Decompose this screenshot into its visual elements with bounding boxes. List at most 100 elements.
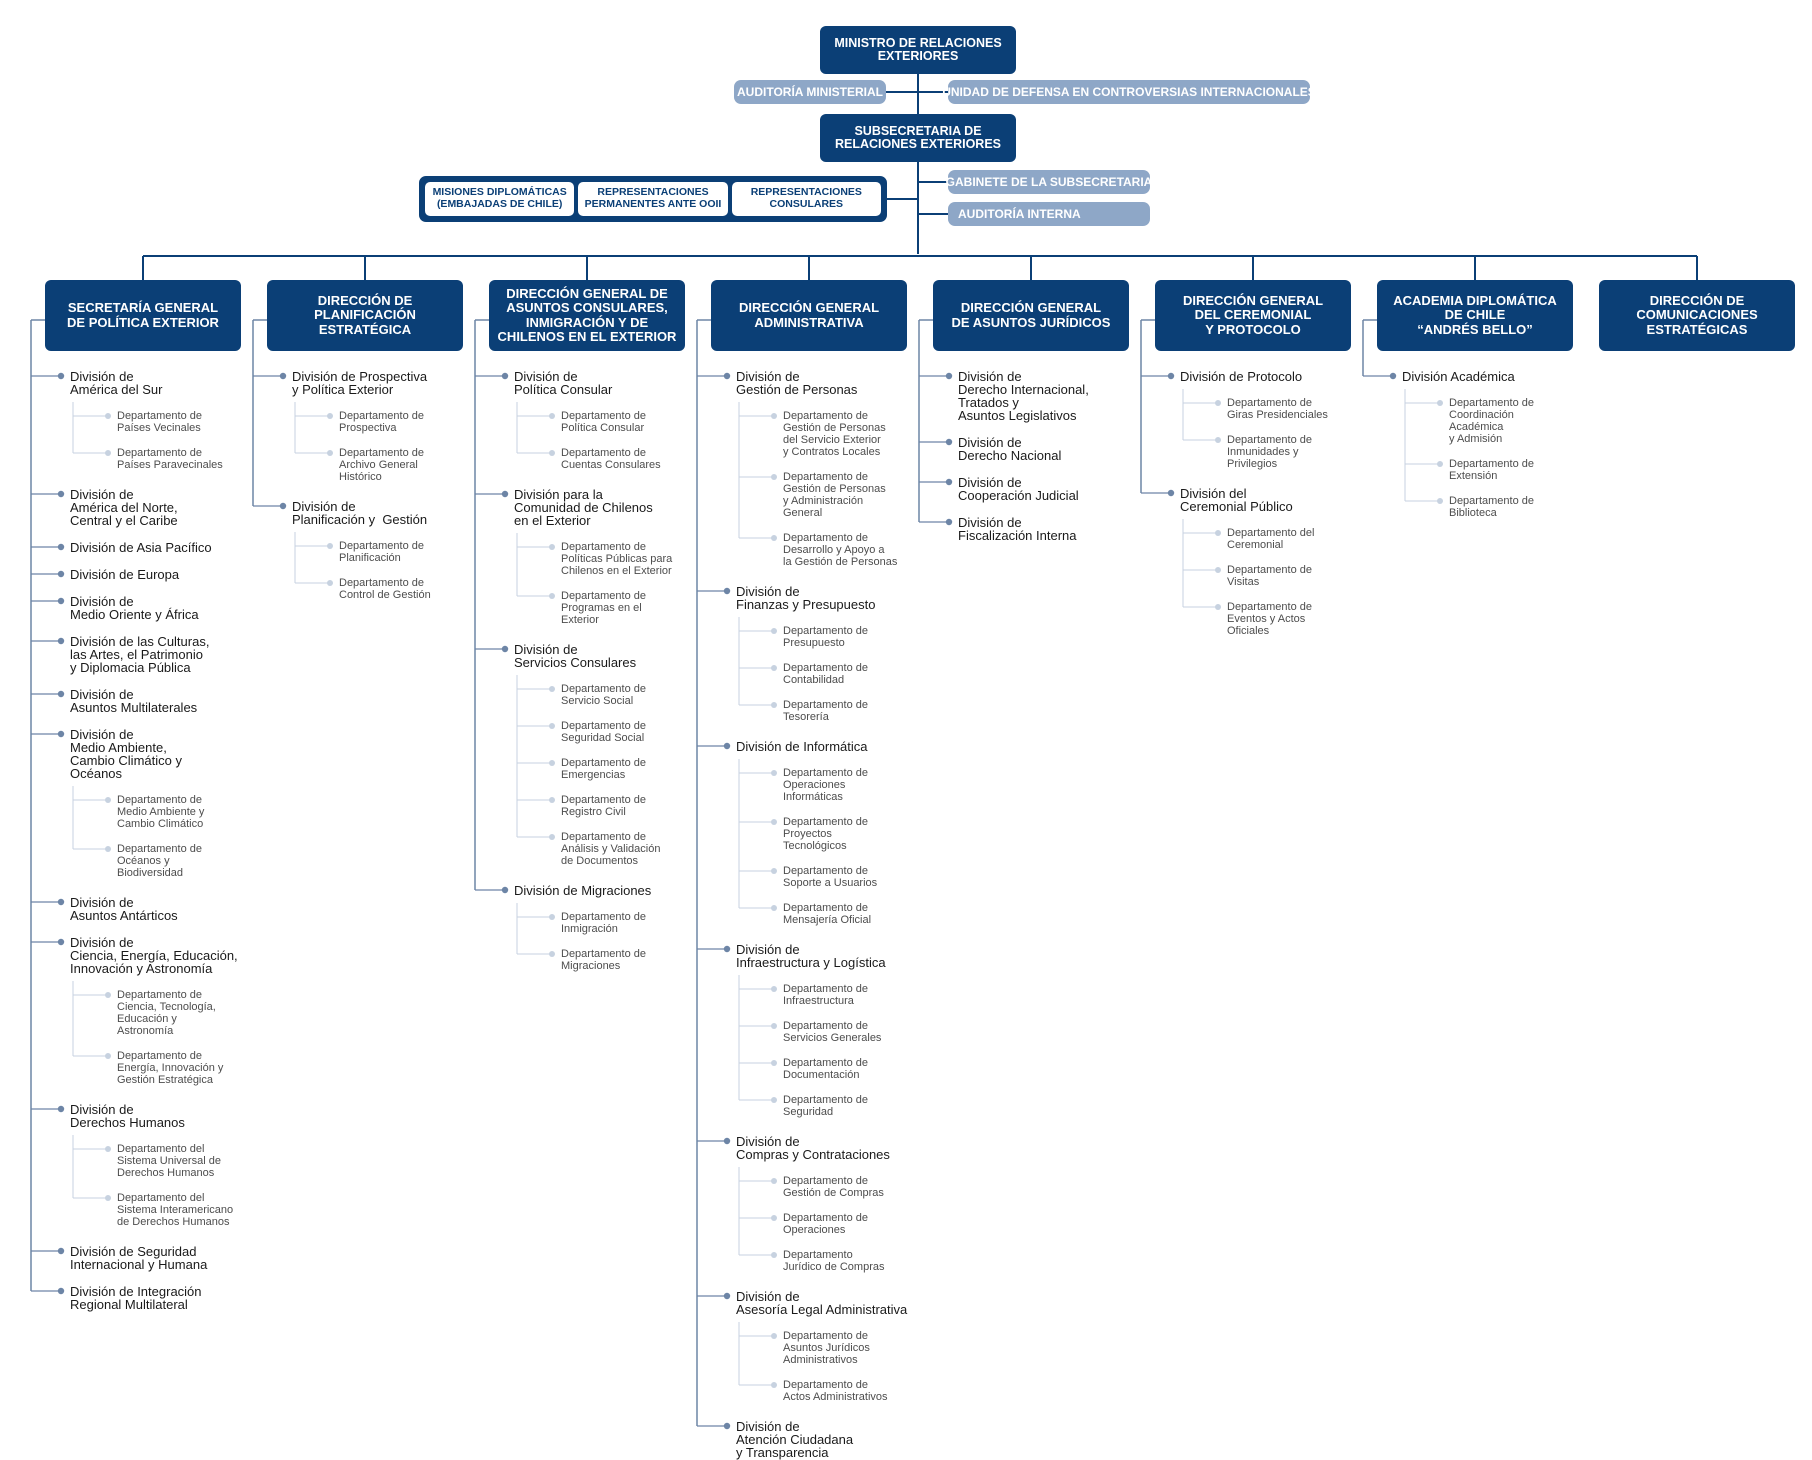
department-label: Departamento de Registro Civil <box>561 794 646 818</box>
division-label: División de Asesoría Legal Administrativ… <box>736 1289 908 1317</box>
department-bullet <box>771 665 777 671</box>
misiones-diplomaticas-box: MISIONES DIPLOMÁTICAS (EMBAJADAS DE CHIL… <box>425 182 575 216</box>
division-bullet <box>57 490 65 498</box>
column-header: DIRECCIÓN GENERAL DEL CEREMONIAL Y PROTO… <box>1155 280 1351 351</box>
column-header: DIRECCIÓN DE COMUNICACIONES ESTRATÉGICAS <box>1599 280 1795 351</box>
department-bullet <box>771 413 777 419</box>
division-bullet <box>723 1422 731 1430</box>
division-label: División de Migraciones <box>514 883 652 898</box>
division-bullet <box>1389 372 1397 380</box>
column-header: DIRECCIÓN DE PLANIFICACIÓN ESTRATÉGICA <box>267 280 463 351</box>
department-bullet <box>549 686 555 692</box>
division-label: División del Ceremonial Público <box>1180 486 1293 514</box>
division-label: División de Europa <box>70 567 180 582</box>
division-label: División de Finanzas y Presupuesto <box>736 584 876 612</box>
department-bullet <box>105 992 111 998</box>
unidad-defensa-label: UNIDAD DE DEFENSA EN CONTROVERSIAS INTER… <box>942 80 1316 104</box>
division-bullet <box>57 637 65 645</box>
department-bullet <box>105 797 111 803</box>
division-label: División de Asia Pacífico <box>70 540 212 555</box>
department-bullet <box>1215 604 1221 610</box>
column-header: DIRECCIÓN GENERAL DE ASUNTOS CONSULARES,… <box>489 280 685 351</box>
department-bullet <box>771 986 777 992</box>
department-bullet <box>771 1252 777 1258</box>
department-bullet <box>1437 400 1443 406</box>
department-bullet <box>771 1382 777 1388</box>
division-label: División de Política Consular <box>514 369 613 397</box>
division-bullet <box>57 1105 65 1113</box>
department-label: Departamento de Servicio Social <box>561 683 646 707</box>
division-bullet <box>723 1292 731 1300</box>
department-bullet <box>105 1195 111 1201</box>
department-label: Departamento de Gestión de Personas del … <box>783 410 886 458</box>
division-label: División de Medio Oriente y África <box>70 594 199 622</box>
department-bullet <box>1215 567 1221 573</box>
department-label: Departamento de Desarrollo y Apoyo a la … <box>783 532 898 568</box>
department-bullet <box>771 474 777 480</box>
department-label: Departamento de Política Consular <box>561 410 646 434</box>
department-bullet <box>771 770 777 776</box>
department-bullet <box>771 628 777 634</box>
division-label: División de Derechos Humanos <box>70 1102 185 1130</box>
department-bullet <box>327 413 333 419</box>
department-label: Departamento de Soporte a Usuarios <box>783 865 878 889</box>
department-label: Departamento de Emergencias <box>561 757 646 781</box>
department-label: Departamento de Presupuesto <box>783 625 868 649</box>
column-header: SECRETARÍA GENERAL DE POLÍTICA EXTERIOR <box>45 280 241 351</box>
department-label: Departamento de Inmigración <box>561 911 646 935</box>
department-label: Departamento de Ciencia, Tecnología, Edu… <box>117 989 216 1037</box>
division-label: División de Ciencia, Energía, Educación,… <box>70 935 238 976</box>
representations-group: MISIONES DIPLOMÁTICAS (EMBAJADAS DE CHIL… <box>419 176 887 222</box>
department-bullet <box>1437 498 1443 504</box>
department-label: Departamento de Eventos y Actos Oficiale… <box>1227 601 1312 637</box>
gabinete-label: GABINETE DE LA SUBSECRETARIA <box>946 170 1152 194</box>
division-label: División de Seguridad Internacional y Hu… <box>70 1244 208 1272</box>
division-bullet <box>501 886 509 894</box>
department-bullet <box>549 544 555 550</box>
division-bullet <box>723 1137 731 1145</box>
division-label: División de América del Sur <box>70 369 163 397</box>
department-label: Departamento de Biblioteca <box>1449 495 1534 519</box>
division-label: División para la Comunidad de Chilenos e… <box>514 487 653 528</box>
division-label: División de Infraestructura y Logística <box>736 942 886 970</box>
department-bullet <box>549 797 555 803</box>
department-label: Departamento de Seguridad <box>783 1094 868 1118</box>
department-bullet <box>549 760 555 766</box>
division-label: División de Asuntos Antárticos <box>70 895 178 923</box>
department-bullet <box>771 1023 777 1029</box>
division-bullet <box>723 587 731 595</box>
division-bullet <box>57 938 65 946</box>
division-bullet <box>501 645 509 653</box>
division-bullet <box>945 478 953 486</box>
department-bullet <box>1215 400 1221 406</box>
division-label: División de las Culturas, las Artes, el … <box>70 634 210 675</box>
column-header: DIRECCIÓN GENERAL DE ASUNTOS JURÍDICOS <box>933 280 1129 351</box>
department-label: Departamento Jurídico de Compras <box>783 1249 885 1273</box>
department-label: Departamento de Coordinación Académica y… <box>1449 397 1534 445</box>
department-bullet <box>771 1060 777 1066</box>
department-bullet <box>771 1215 777 1221</box>
department-bullet <box>771 819 777 825</box>
department-label: Departamento de Programas en el Exterior <box>561 590 646 626</box>
division-label: División de Medio Ambiente, Cambio Climá… <box>70 727 182 781</box>
department-label: Departamento de Medio Ambiente y Cambio … <box>117 794 205 830</box>
department-label: Departamento de Prospectiva <box>339 410 424 434</box>
department-label: Departamento de Giras Presidenciales <box>1227 397 1328 421</box>
department-bullet <box>771 868 777 874</box>
department-label: Departamento de Infraestructura <box>783 983 868 1007</box>
department-bullet <box>549 593 555 599</box>
department-label: Departamento de Proyectos Tecnológicos <box>783 816 868 852</box>
department-bullet <box>771 905 777 911</box>
department-label: Departamento de Asuntos Jurídicos Admini… <box>783 1330 870 1366</box>
department-label: Departamento de Políticas Públicas para … <box>561 541 673 577</box>
department-label: Departamento de Gestión de Personas y Ad… <box>783 471 886 519</box>
department-bullet <box>771 1178 777 1184</box>
division-label: División Académica <box>1402 369 1515 384</box>
auditoria-interna-label: AUDITORÍA INTERNA <box>948 202 1150 226</box>
division-bullet <box>723 742 731 750</box>
department-label: Departamento de Contabilidad <box>783 662 868 686</box>
department-label: Departamento de Servicios Generales <box>783 1020 882 1044</box>
department-label: Departamento de Mensajería Oficial <box>783 902 872 926</box>
department-label: Departamento de Extensión <box>1449 458 1534 482</box>
